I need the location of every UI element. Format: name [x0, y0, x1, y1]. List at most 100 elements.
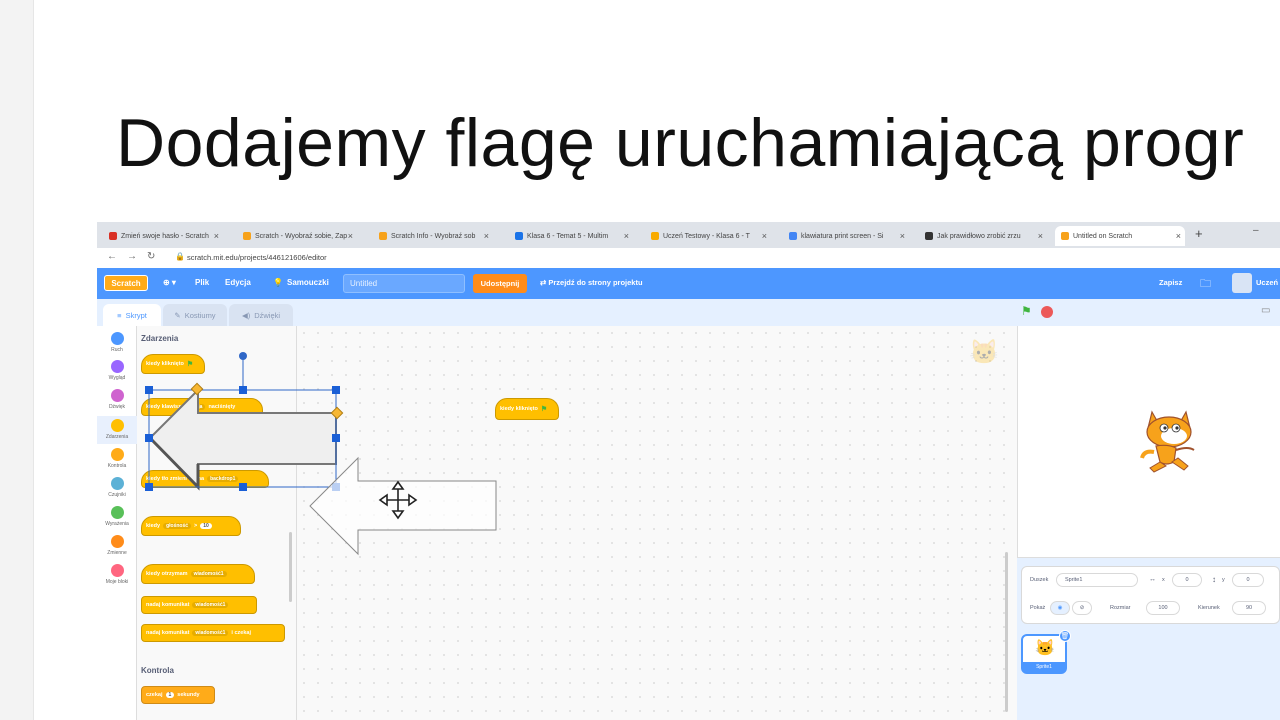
category-sound[interactable]: Dźwięk	[97, 389, 137, 410]
category-variables[interactable]: Zmienne	[97, 535, 137, 556]
looks-dot-icon	[110, 360, 124, 373]
show-label: Pokaż	[1030, 605, 1046, 611]
lightbulb-icon: 💡	[273, 278, 283, 287]
classroom-icon	[515, 232, 523, 240]
scratch-logo[interactable]: Scratch	[104, 275, 148, 291]
variables-dot-icon	[110, 535, 124, 548]
eye-visible-icon[interactable]: ◉	[1050, 601, 1070, 615]
delete-sprite-icon[interactable]: 🗑	[1059, 630, 1071, 642]
backdrop-dropdown[interactable]: backdrop1	[207, 476, 239, 482]
avatar[interactable]	[1232, 273, 1252, 293]
sprite-thumbnail[interactable]: 🐱 Sprite1 🗑	[1021, 630, 1071, 674]
back-arrow-icon[interactable]: ←	[107, 251, 117, 262]
stage[interactable]	[1017, 326, 1280, 558]
script-block-when-flag-clicked[interactable]: kiedy kliknięto⚑	[495, 398, 559, 420]
green-flag-icon[interactable]: ⚑	[1021, 304, 1032, 318]
direction-input[interactable]: 90	[1232, 601, 1266, 615]
project-title-input[interactable]: Untitled	[343, 274, 465, 293]
sprite-ghost-icon: 🐱	[969, 339, 999, 366]
code-icon: ≡	[117, 310, 122, 320]
loudness-value-input[interactable]: 10	[200, 523, 212, 529]
slide-panel-edge	[0, 0, 34, 720]
scratch-menu-bar: Scratch ⊕ ▾ Plik Edycja 💡 Samouczki Unti…	[97, 268, 1280, 299]
url-field[interactable]: scratch.mit.edu/projects/446121606/edito…	[187, 253, 327, 262]
loudness-dropdown[interactable]: głośność	[163, 523, 192, 529]
forward-arrow-icon[interactable]: →	[127, 251, 137, 262]
menu-file[interactable]: Plik	[195, 278, 210, 287]
close-tab-icon[interactable]: ×	[1037, 231, 1043, 241]
language-globe-icon[interactable]: ⊕ ▾	[163, 278, 176, 287]
user-name[interactable]: Uczeń	[1256, 278, 1279, 287]
minimize-button[interactable]: –	[1253, 225, 1259, 236]
tab-code[interactable]: ≡Skrypt	[103, 304, 161, 326]
speaker-icon: ◀)	[241, 310, 251, 320]
tab-costumes[interactable]: ✎Kostiumy	[163, 304, 227, 326]
category-operators[interactable]: Wyrażenia	[97, 506, 137, 527]
close-tab-icon[interactable]: ×	[899, 231, 905, 241]
new-tab-button[interactable]: +	[1195, 226, 1203, 241]
eye-hidden-icon[interactable]: ⊘	[1072, 601, 1092, 615]
category-control[interactable]: Kontrola	[97, 448, 137, 469]
see-project-page-button[interactable]: ⇄ Przejdź do strony projektu	[540, 278, 643, 287]
browser-tab-active[interactable]: Untitled on Scratch×	[1055, 226, 1185, 246]
browser-tab[interactable]: Klasa 6 - Temat 5 - Multim×	[509, 226, 633, 246]
sensing-dot-icon	[110, 477, 124, 490]
x-position-input[interactable]: 0	[1172, 573, 1202, 587]
y-position-input[interactable]: 0	[1232, 573, 1264, 587]
stage-size-icon[interactable]: ▭	[1261, 305, 1271, 316]
tab-sounds[interactable]: ◀)Dźwięki	[229, 304, 293, 326]
reload-icon[interactable]: ↻	[147, 251, 156, 262]
browser-tab[interactable]: Jak prawidłowo zrobić zrzu×	[919, 226, 1047, 246]
size-input[interactable]: 100	[1146, 601, 1180, 615]
browser-tab[interactable]: Zmień swoje hasło - Scratch×	[103, 226, 223, 246]
browser-tab-bar: Zmień swoje hasło - Scratch× Scratch - W…	[97, 222, 1280, 248]
browser-tab[interactable]: Scratch - Wyobraź sobie, Zap×	[237, 226, 357, 246]
close-tab-icon[interactable]: ×	[213, 231, 219, 241]
category-looks[interactable]: Wygląd	[97, 360, 137, 381]
stop-icon[interactable]	[1041, 306, 1053, 318]
events-dot-icon	[110, 419, 124, 432]
block-when-flag-clicked[interactable]: kiedy kliknięto⚑	[141, 354, 205, 374]
category-motion[interactable]: Ruch	[97, 332, 137, 353]
close-tab-icon[interactable]: ×	[761, 231, 767, 241]
save-now-button[interactable]: Zapisz	[1159, 278, 1183, 287]
category-my-blocks[interactable]: Moje bloki	[97, 564, 137, 585]
message-dropdown[interactable]: wiadomość1	[190, 571, 227, 577]
browser-tab[interactable]: Uczeń Testowy - Klasa 6 - T×	[645, 226, 771, 246]
direction-label: Kierunek	[1198, 605, 1220, 611]
my-stuff-folder-icon[interactable]: 🗀	[1200, 278, 1211, 290]
menu-tutorials[interactable]: Samouczki	[287, 278, 329, 287]
palette-heading-control: Kontrola	[141, 666, 174, 675]
browser-tab[interactable]: klawiatura print screen - Si×	[783, 226, 909, 246]
close-tab-icon[interactable]: ×	[483, 231, 489, 241]
script-area[interactable]: kiedy kliknięto⚑ 🐱	[297, 326, 1017, 720]
block-palette: Zdarzenia kiedy kliknięto⚑ kiedy klawisz…	[137, 326, 297, 720]
wait-value-input[interactable]: 1	[165, 692, 175, 698]
menu-edit[interactable]: Edycja	[225, 278, 251, 287]
key-dropdown[interactable]: spacja	[183, 404, 206, 410]
message-dropdown[interactable]: wiadomość1	[192, 630, 229, 636]
palette-scrollbar[interactable]	[289, 532, 292, 602]
sprite-info-panel: Duszek Sprite1 ↔ x 0 ↕ y 0 Pokaż ◉ ⊘ Roz…	[1021, 566, 1280, 624]
sprite-name-input[interactable]: Sprite1	[1056, 573, 1138, 587]
lock-icon: 🔒	[175, 252, 185, 261]
cat-sprite[interactable]	[1138, 406, 1204, 476]
close-tab-icon[interactable]: ×	[1175, 231, 1181, 241]
browser-tab[interactable]: Scratch Info - Wyobraź sob×	[373, 226, 493, 246]
message-dropdown[interactable]: wiadomość1	[192, 602, 229, 608]
share-button[interactable]: Udostępnij	[473, 274, 527, 293]
category-events[interactable]: Zdarzenia	[97, 416, 137, 444]
y-label: y	[1222, 577, 1225, 583]
category-sensing[interactable]: Czujniki	[97, 477, 137, 498]
close-tab-icon[interactable]: ×	[623, 231, 629, 241]
close-tab-icon[interactable]: ×	[347, 231, 353, 241]
script-scrollbar[interactable]	[1005, 552, 1008, 712]
